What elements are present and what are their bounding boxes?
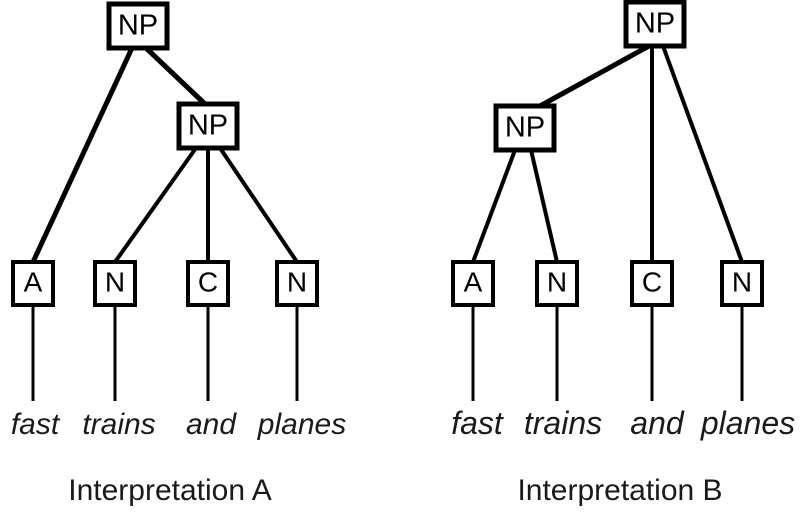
node-pos-c-b-label: C: [642, 266, 662, 297]
node-pos-n2-label: N: [287, 266, 307, 297]
word-planes: planes: [257, 408, 346, 441]
node-pos-n2-b-box: [720, 260, 764, 307]
node-pos-c-label: C: [198, 266, 218, 297]
word-trains: trains: [82, 408, 155, 441]
node-pos-n1-box: [93, 260, 137, 307]
node-pos-a-b-box: [451, 260, 495, 307]
node-pos-a-b-label: A: [464, 266, 483, 297]
node-pos-n2-box: [275, 260, 319, 307]
word-fast: fast: [11, 408, 61, 441]
branch-inner-to-n1: [113, 146, 198, 264]
caption-interpretation-b: Interpretation B: [517, 474, 722, 507]
node-pos-n1-label: N: [105, 266, 125, 297]
branch-root-to-a: [30, 46, 135, 264]
node-pos-c[interactable]: C: [186, 260, 230, 307]
node-inner-np[interactable]: NP: [176, 101, 240, 151]
word-planes-b: planes: [700, 405, 795, 441]
node-pos-n1-b-box: [535, 260, 579, 307]
node-pos-n2-b[interactable]: N: [720, 260, 764, 307]
caption-interpretation-a: Interpretation A: [68, 474, 271, 507]
node-root-np-b[interactable]: NP: [623, 0, 687, 49]
node-pos-c-b[interactable]: C: [630, 260, 674, 307]
node-root-np-box: [106, 1, 170, 51]
branch-inner-to-n2: [218, 146, 299, 264]
node-pos-a-label: A: [24, 266, 43, 297]
node-pos-n2-b-label: N: [732, 266, 752, 297]
branch-root-to-inner-np: [144, 46, 207, 106]
branch-inner-to-n1-b: [529, 149, 559, 263]
node-pos-n1-b[interactable]: N: [535, 260, 579, 307]
node-inner-np-b-label: NP: [505, 112, 545, 144]
word-and-b: and: [630, 405, 685, 441]
node-inner-np-label: NP: [188, 110, 228, 142]
node-root-np-b-label: NP: [635, 8, 675, 40]
node-inner-np-box: [176, 101, 240, 151]
branch-root-to-inner-np-b: [538, 43, 651, 109]
node-inner-np-b[interactable]: NP: [493, 103, 557, 153]
node-pos-a[interactable]: A: [11, 260, 55, 307]
word-trains-b: trains: [524, 405, 602, 441]
branch-inner-to-a-b: [471, 149, 517, 263]
node-inner-np-b-box: [493, 103, 557, 153]
node-pos-n1[interactable]: N: [93, 260, 137, 307]
node-pos-a-b[interactable]: A: [451, 260, 495, 307]
branch-root-to-n2-b: [661, 45, 744, 263]
node-root-np[interactable]: NP: [106, 1, 170, 51]
node-root-np-label: NP: [118, 10, 158, 42]
word-fast-b: fast: [451, 405, 504, 441]
node-pos-a-box: [11, 260, 55, 307]
word-and: and: [186, 408, 237, 441]
node-pos-n2[interactable]: N: [275, 260, 319, 307]
tree-interpretation-a: NP NP A N C N: [11, 1, 346, 507]
node-pos-n1-b-label: N: [547, 266, 567, 297]
node-pos-c-b-box: [630, 260, 674, 307]
node-root-np-b-box: [623, 0, 687, 49]
node-pos-c-box: [186, 260, 230, 307]
tree-interpretation-b: NP NP A N C N: [451, 0, 795, 507]
